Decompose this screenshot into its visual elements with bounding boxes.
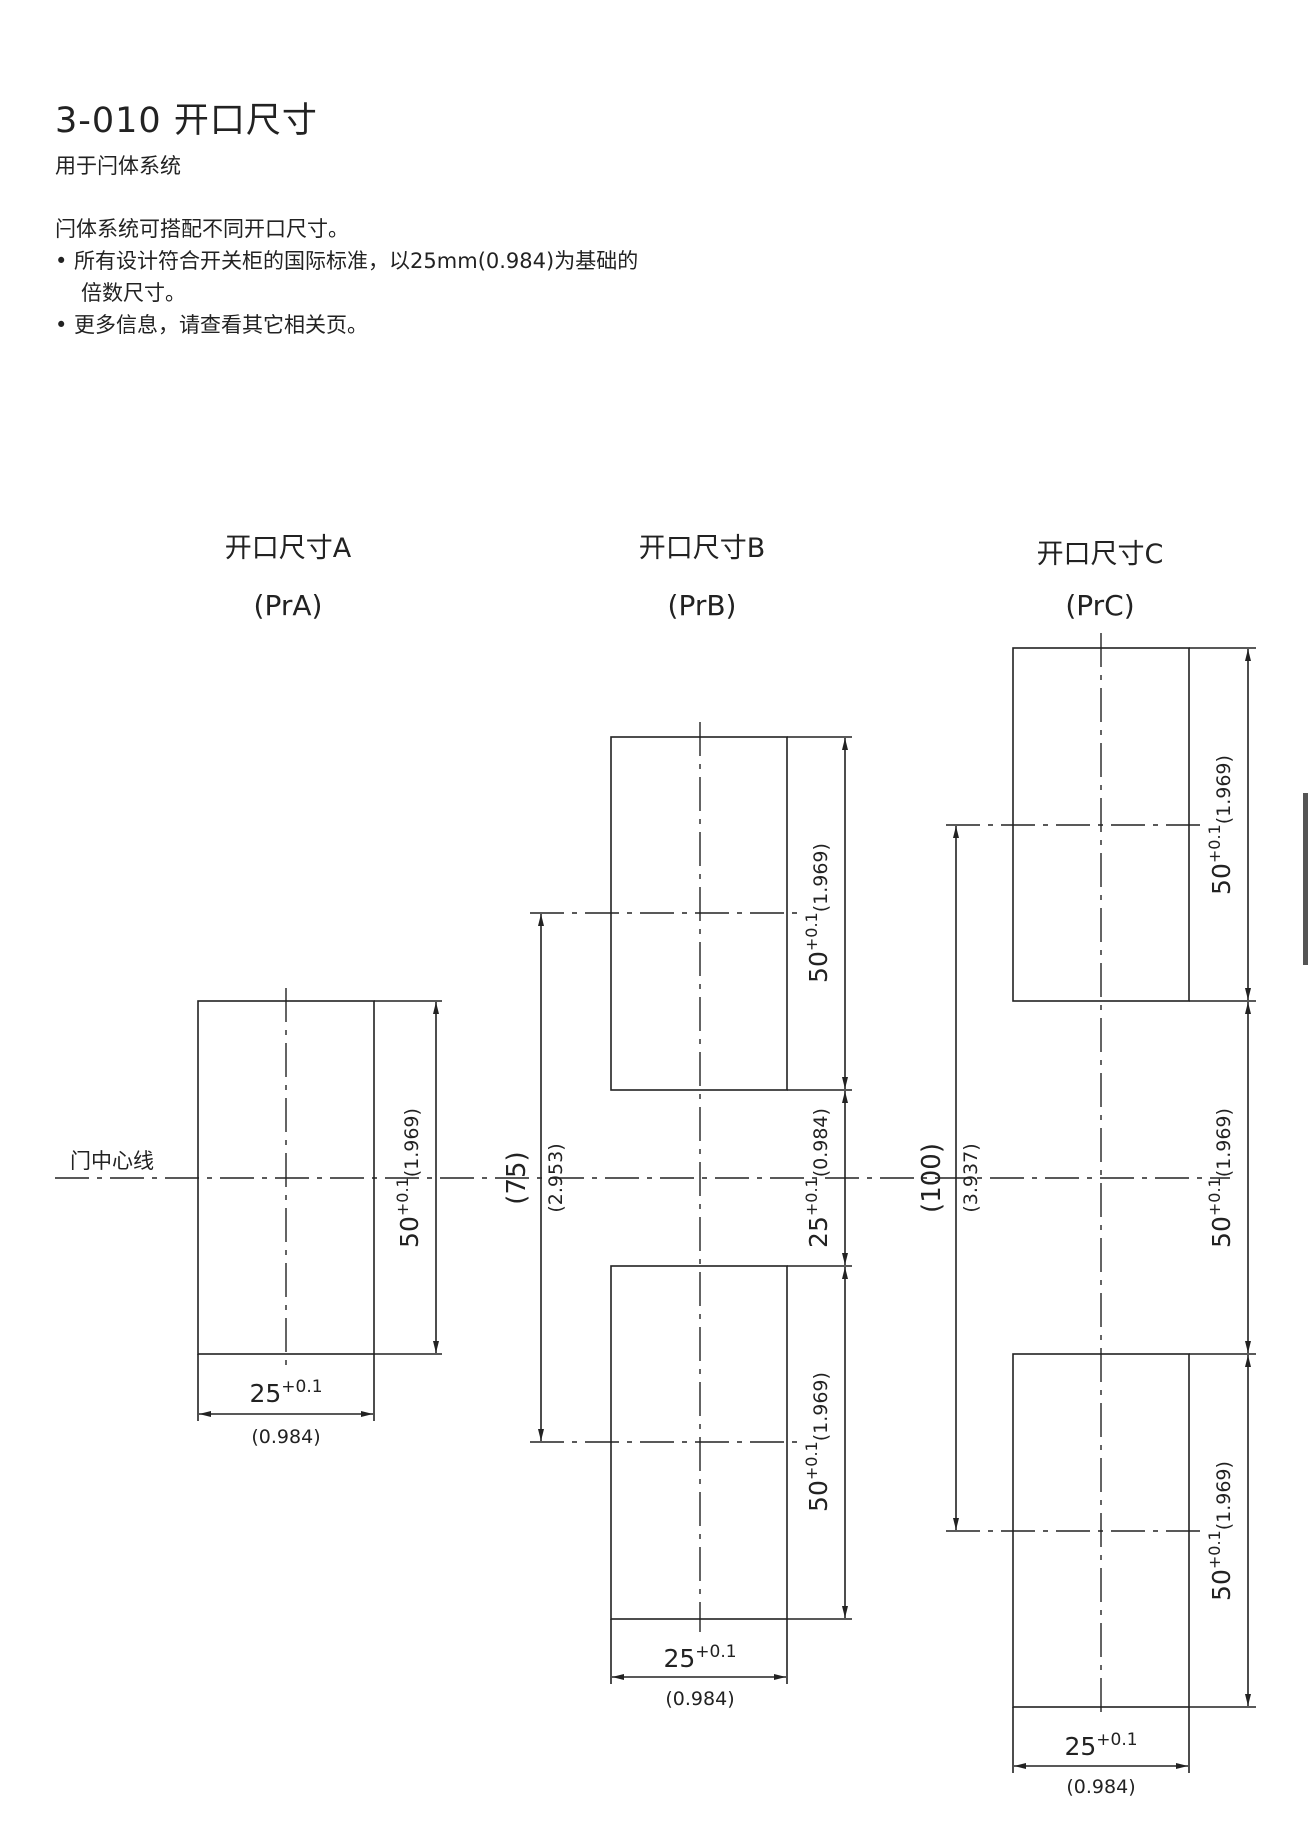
panel-c-width-inch: (0.984) (1066, 1776, 1135, 1798)
panel-b: 开口尺寸B (PrB) 50+0.1(1.969) 25+0.1(0.984) … (502, 533, 852, 1710)
page-subtitle: 用于闩体系统 (55, 154, 181, 178)
panel-c-code: (PrC) (1065, 589, 1134, 622)
panel-b-width-inch: (0.984) (665, 1688, 734, 1710)
panel-a-height-label: 50+0.1(1.969) (393, 1108, 424, 1248)
intro-bullet-standard: • 所有设计符合开关柜的国际标准，以25mm(0.984)为基础的倍数尺寸。 (55, 249, 639, 305)
panel-b-top-height-label: 50+0.1(1.969) (802, 843, 833, 983)
page-edge-scroll-mark (1303, 793, 1308, 965)
panel-c-top-height-label: 50+0.1(1.969) (1205, 755, 1236, 895)
panel-b-width-label: 25+0.1 (663, 1642, 736, 1673)
panel-b-span-inch: (2.953) (545, 1143, 567, 1212)
panel-c-bottom-height-label: 50+0.1(1.969) (1205, 1461, 1236, 1601)
panel-c-span-label: (100) (917, 1143, 947, 1213)
panel-b-span-label: (75) (502, 1151, 532, 1204)
panel-a-width-label: 25+0.1 (249, 1377, 322, 1408)
panel-b-code: (PrB) (668, 589, 737, 622)
panel-b-title: 开口尺寸B (639, 533, 766, 564)
intro-text: 闩体系统可搭配不同开口尺寸。 • 所有设计符合开关柜的国际标准，以25mm(0.… (55, 213, 641, 341)
panel-a-title: 开口尺寸A (225, 533, 352, 564)
panel-b-bottom-height-label: 50+0.1(1.969) (802, 1372, 833, 1512)
panel-a-width-inch: (0.984) (251, 1426, 320, 1448)
panel-a: 开口尺寸A (PrA) 50+0.1(1.969) 25+0.1 (0.984) (197, 533, 442, 1448)
panel-c: 开口尺寸C (PrC) 50+0.1(1.969) 50+0.1(1.969) … (917, 539, 1256, 1798)
panel-c-title: 开口尺寸C (1037, 539, 1164, 570)
panel-c-span-inch: (3.937) (960, 1143, 982, 1212)
page-title: 3-010 开口尺寸 (55, 101, 318, 141)
panel-c-middle-height-label: 50+0.1(1.969) (1205, 1108, 1236, 1248)
intro-lead: 闩体系统可搭配不同开口尺寸。 (55, 217, 349, 241)
panel-c-width-label: 25+0.1 (1064, 1730, 1137, 1761)
panel-a-code: (PrA) (254, 589, 323, 622)
panel-b-gap-label: 25+0.1(0.984) (802, 1108, 833, 1248)
centerline-label: 门中心线 (70, 1149, 154, 1173)
intro-bullet-more-info: • 更多信息，请查看其它相关页。 (55, 313, 369, 337)
